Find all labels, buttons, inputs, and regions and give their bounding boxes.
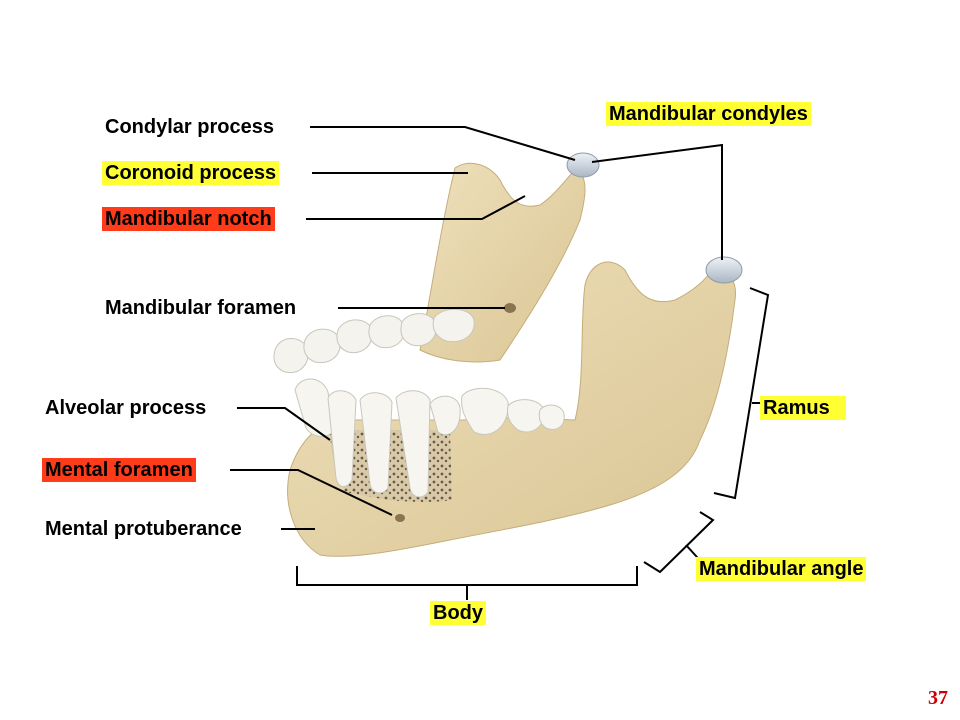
far-teeth xyxy=(273,308,475,374)
label-ramus: Ramus xyxy=(760,396,846,420)
far-condyle xyxy=(566,152,600,178)
label-body: Body xyxy=(430,601,486,625)
label-mental-protuberance: Mental protuberance xyxy=(45,518,242,540)
label-condylar-process: Condylar process xyxy=(105,116,274,138)
leader-lines xyxy=(230,126,770,600)
label-mandibular-foramen: Mandibular foramen xyxy=(105,297,297,319)
label-alveolar-process: Alveolar process xyxy=(45,397,207,419)
page-number: 37 xyxy=(928,687,948,709)
near-condyle xyxy=(705,256,743,284)
label-mandibular-angle: Mandibular angle xyxy=(696,557,867,581)
mandibular-foramen-hole xyxy=(504,303,516,313)
label-coronoid-process: Coronoid process xyxy=(102,161,280,185)
label-mental-foramen: Mental foramen xyxy=(42,458,196,482)
mental-foramen-hole xyxy=(395,514,405,522)
label-mandibular-condyles: Mandibular condyles xyxy=(606,102,811,126)
label-mandibular-notch: Mandibular notch xyxy=(102,207,275,231)
